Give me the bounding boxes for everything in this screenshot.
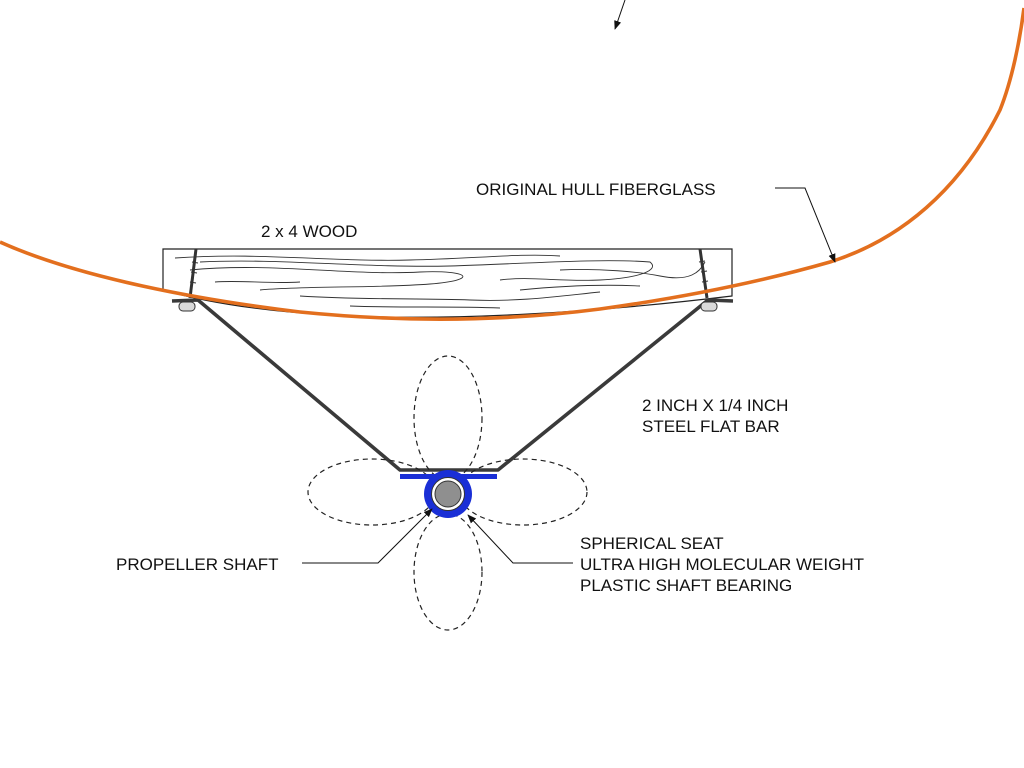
propeller-blade-left (307, 458, 437, 526)
propeller-shaft-circle (434, 480, 462, 508)
left-lag-screw (188, 248, 199, 299)
bar-label-line2: STEEL FLAT BAR (642, 417, 780, 436)
left-nut (178, 301, 196, 312)
seat-label-line2: ULTRA HIGH MOLECULAR WEIGHT (580, 555, 864, 574)
hull-label: ORIGINAL HULL FIBERGLASS (476, 180, 716, 199)
right-nut (700, 301, 718, 312)
shaft-leader-arrow (302, 508, 433, 564)
bar-label-line1: 2 INCH X 1/4 INCH (642, 396, 788, 415)
wood-grain (174, 254, 706, 309)
shaft-label: PROPELLER SHAFT (116, 555, 279, 574)
propeller-blade-top (413, 355, 483, 481)
propeller-blade-bottom (413, 513, 483, 631)
bearing-leader-arrow (467, 514, 573, 564)
hull-fiberglass-curve (0, 7, 1024, 321)
steel-flat-bar (171, 298, 734, 472)
top-leader-arrow (614, 0, 626, 30)
hull-leader-arrow (775, 187, 836, 263)
shaft-bearing-assembly (400, 470, 497, 518)
wood-block (162, 248, 733, 318)
seat-label-line3: PLASTIC SHAFT BEARING (580, 576, 792, 595)
seat-label-line1: SPHERICAL SEAT (580, 534, 724, 553)
wood-label: 2 x 4 WOOD (261, 222, 357, 241)
